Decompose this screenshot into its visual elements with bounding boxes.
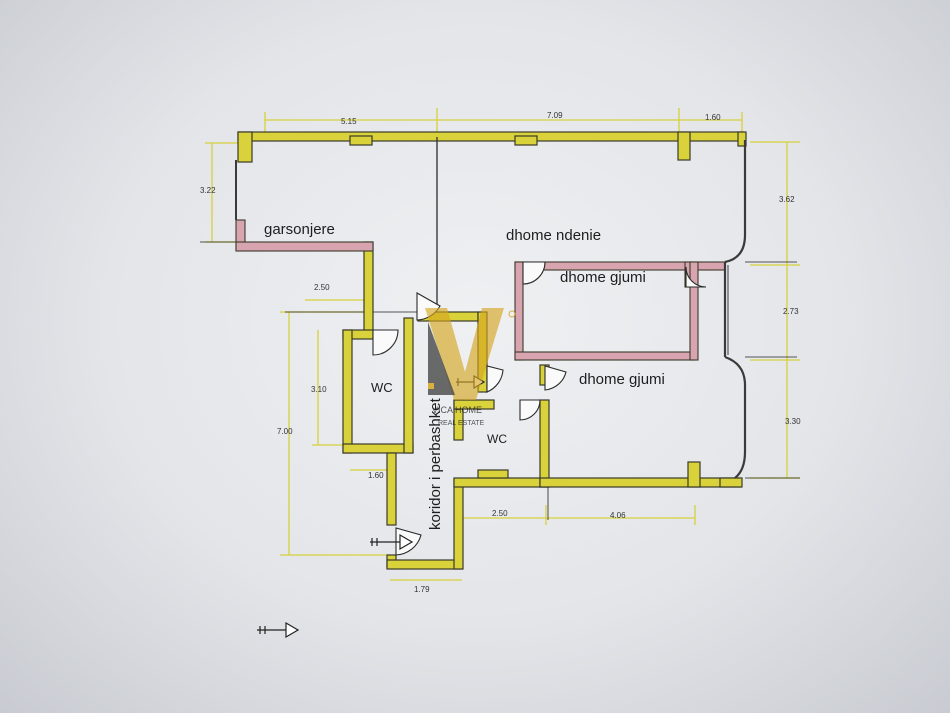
dim-right-middle: 2.73	[783, 307, 799, 316]
dim-left-upper: 3.22	[200, 186, 216, 195]
doors	[372, 261, 707, 556]
dim-top-right: 1.60	[705, 113, 721, 122]
room-label-dhome-gjumi-2: dhome gjumi	[579, 371, 665, 388]
reference-lines	[200, 140, 800, 520]
room-label-wc-2: WC	[487, 432, 507, 446]
watermark-logo	[425, 308, 516, 400]
dim-wc-width: 2.50	[314, 283, 330, 292]
dim-overall-height: 7.00	[277, 427, 293, 436]
entrance-arrow-icon	[370, 533, 414, 551]
north-arrow-icon	[257, 621, 300, 639]
dim-top-left: 5.15	[341, 117, 357, 126]
room-label-koridor: koridor i perbashket	[427, 397, 444, 530]
dim-corridor-lower: 1.60	[368, 471, 384, 480]
walls-yellow	[237, 131, 747, 570]
dim-wc-height: 3.10	[311, 385, 327, 394]
room-label-dhome-ndenie: dhome ndenie	[506, 227, 601, 244]
dim-bottom-bedroom: 4.06	[610, 511, 626, 520]
exterior-wall-right	[235, 137, 747, 479]
walls-pink	[235, 219, 726, 361]
dim-entrance-width: 1.79	[414, 585, 430, 594]
watermark-text-line2: REAL ESTATE	[438, 420, 484, 427]
dim-bottom-wc: 2.50	[492, 509, 508, 518]
dim-top-middle: 7.09	[547, 111, 563, 120]
dim-right-upper: 3.62	[779, 195, 795, 204]
room-label-dhome-gjumi-1: dhome gjumi	[560, 269, 646, 286]
watermark-text-line1: VICA HOME	[432, 405, 482, 415]
room-label-wc-1: WC	[371, 380, 393, 395]
dim-right-lower: 3.30	[785, 417, 801, 426]
room-label-garsonjere: garsonjere	[264, 221, 335, 238]
